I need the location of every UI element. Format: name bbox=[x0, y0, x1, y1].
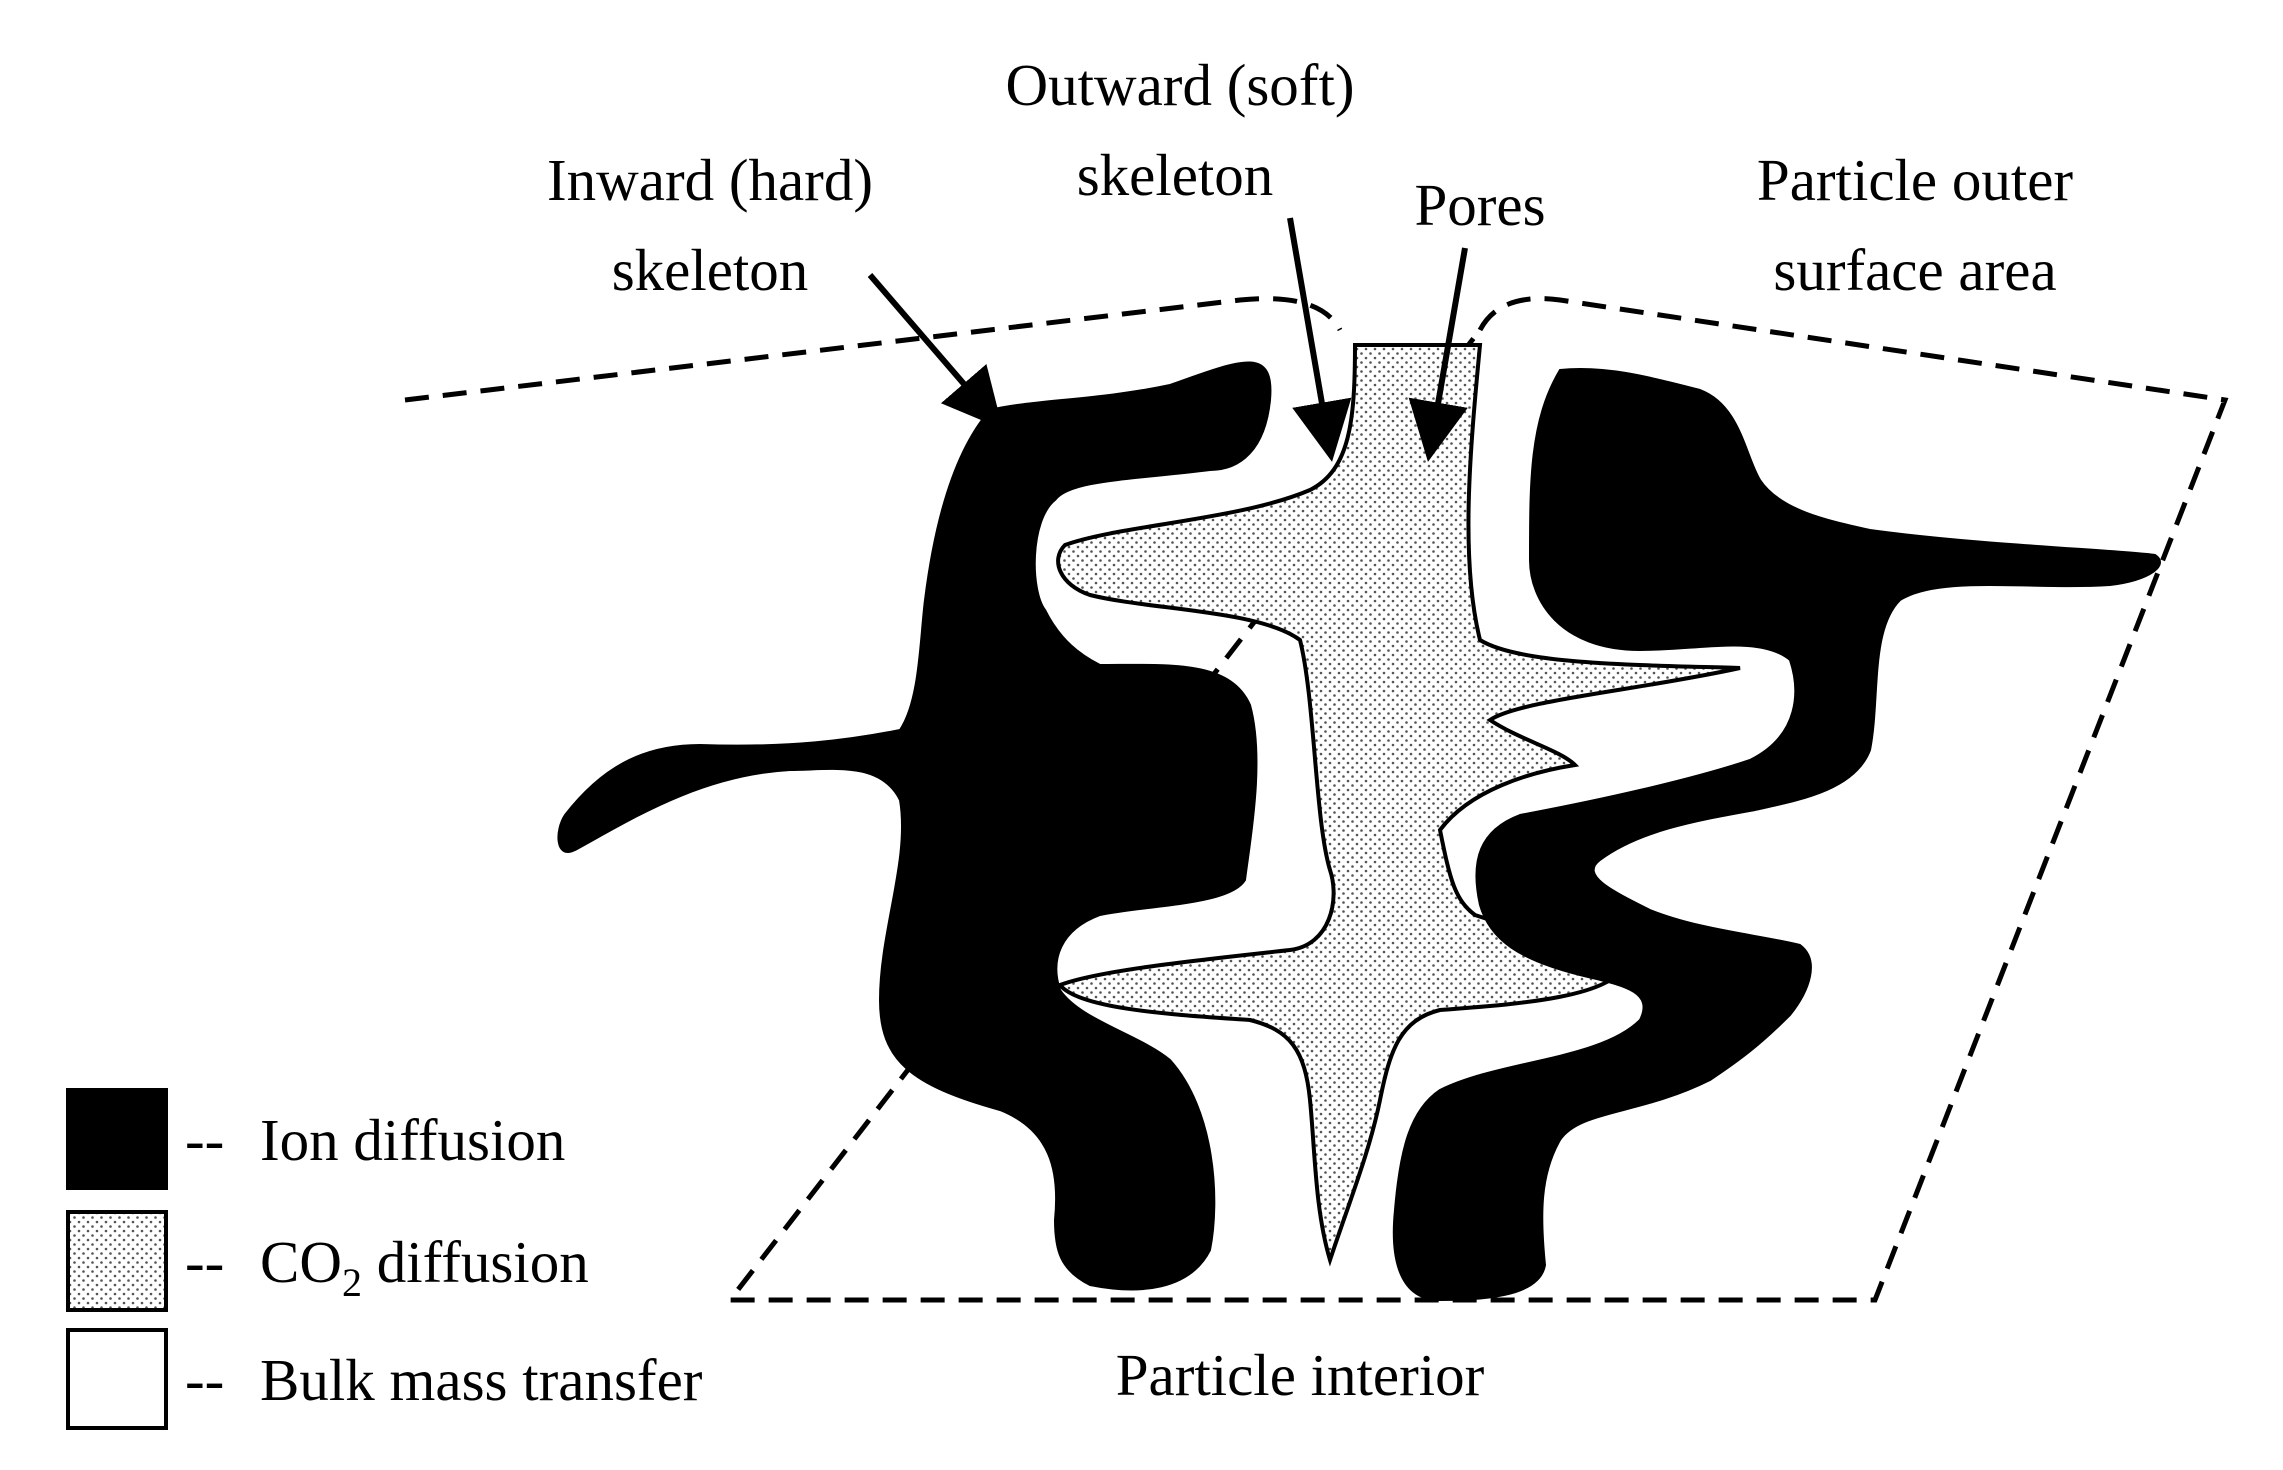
right-ion-skeleton bbox=[1392, 368, 2161, 1302]
legend-swatch-black bbox=[66, 1088, 168, 1190]
legend-item-co2-diffusion: -- CO2 diffusion bbox=[66, 1210, 589, 1312]
legend-prefix: -- bbox=[185, 1107, 239, 1173]
label-outer-surface-line2: surface area bbox=[1773, 237, 2056, 303]
particle-boundary bbox=[404, 296, 2229, 1303]
label-outward-skeleton-line1: Outward (soft) bbox=[1006, 52, 1355, 118]
legend-swatch-white bbox=[66, 1328, 168, 1430]
co2-tail: diffusion bbox=[362, 1229, 589, 1295]
legend-swatch-dotted bbox=[66, 1210, 168, 1312]
co2-subscript: 2 bbox=[342, 1260, 362, 1305]
label-particle-interior: Particle interior bbox=[1116, 1342, 1485, 1408]
left-ion-skeleton bbox=[557, 361, 1272, 1291]
label-pores: Pores bbox=[1414, 172, 1545, 238]
legend-item-ion-diffusion: -- Ion diffusion bbox=[66, 1088, 565, 1190]
label-inward-skeleton-line1: Inward (hard) bbox=[547, 147, 873, 213]
pore-region bbox=[1056, 343, 1741, 1267]
legend-prefix: -- bbox=[185, 1229, 239, 1295]
arrow-inward-skeleton bbox=[867, 273, 1003, 430]
arrow-pores bbox=[1408, 247, 1468, 462]
legend-prefix: -- bbox=[185, 1347, 239, 1413]
legend-label-ion-diffusion: Ion diffusion bbox=[260, 1107, 565, 1173]
label-inward-skeleton-line2: skeleton bbox=[612, 237, 809, 303]
legend-item-bulk-mass-transfer: -- Bulk mass transfer bbox=[66, 1328, 703, 1430]
legend-label-bulk-mass-transfer: Bulk mass transfer bbox=[260, 1347, 703, 1413]
arrow-outward-skeleton bbox=[1287, 217, 1352, 462]
co2-main: CO bbox=[260, 1229, 342, 1295]
legend-label-co2-diffusion: CO2 diffusion bbox=[260, 1229, 589, 1305]
label-outer-surface-line1: Particle outer bbox=[1757, 147, 2074, 213]
label-outward-skeleton-line2: skeleton bbox=[1077, 142, 1274, 208]
legend: -- Ion diffusion -- CO2 diffusion -- Bul… bbox=[66, 1088, 703, 1430]
